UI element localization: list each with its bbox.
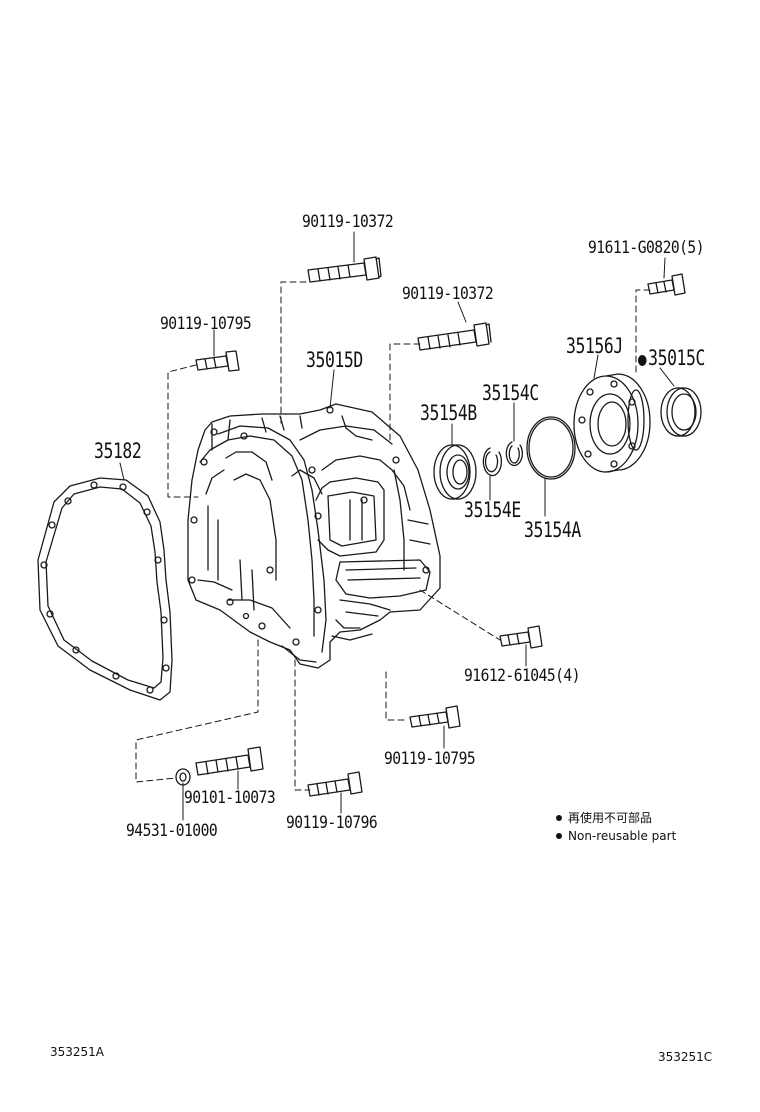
legend-en-text: Non-reusable part bbox=[568, 829, 677, 843]
leader-lines bbox=[119, 231, 675, 821]
label-bolt-top: 90119-10372 bbox=[302, 212, 394, 232]
legend-jp: 再使用不可部品 bbox=[556, 810, 652, 827]
label-bolt-lower-right: 90119-10795 bbox=[384, 749, 476, 769]
bolt-top bbox=[307, 256, 382, 283]
bearing bbox=[433, 444, 477, 500]
legend-en: Non-reusable part bbox=[556, 828, 676, 845]
label-bolt-upper-mid: 90119-10372 bbox=[402, 284, 494, 304]
bolt-bottom bbox=[307, 771, 363, 797]
bolt-upper-mid bbox=[417, 322, 492, 351]
label-gasket: 35182 bbox=[94, 439, 142, 463]
bolt-lower-left bbox=[195, 746, 264, 776]
bolt-right-top bbox=[647, 273, 686, 296]
label-bolt-lower-left: 90101-10073 bbox=[184, 788, 276, 808]
snap-ring-c bbox=[505, 441, 523, 467]
label-snap-ring-e: 35154E bbox=[464, 498, 521, 522]
transfer-case bbox=[187, 403, 441, 669]
legend-jp-text: 再使用不可部品 bbox=[568, 811, 653, 825]
label-bolt-bottom: 90119-10796 bbox=[286, 813, 378, 833]
bullet-icon bbox=[556, 815, 562, 821]
label-washer: 94531-01000 bbox=[126, 821, 218, 841]
bolt-lower-right bbox=[409, 705, 461, 729]
bolt-left-upper bbox=[195, 350, 240, 372]
label-snap-ring-c: 35154C bbox=[482, 381, 539, 405]
oil-seal bbox=[660, 387, 702, 437]
label-bolt-right-mid: 91612-61045(4) bbox=[464, 666, 581, 686]
assembly-guide-lines bbox=[135, 281, 651, 791]
snap-ring-e bbox=[482, 447, 502, 477]
gasket bbox=[37, 477, 173, 701]
bolt-right-mid bbox=[499, 625, 543, 649]
washer bbox=[175, 768, 191, 786]
label-retainer: 35156J bbox=[566, 334, 623, 358]
footer-code-left: 353251A bbox=[50, 1045, 105, 1059]
label-seal: 35015C bbox=[638, 348, 705, 369]
footer-code-right: 353251C bbox=[658, 1050, 713, 1064]
bullet-icon bbox=[556, 833, 562, 839]
label-o-ring: 35154A bbox=[524, 518, 581, 542]
o-ring bbox=[526, 416, 576, 480]
label-case: 35015D bbox=[306, 348, 363, 372]
label-bearing: 35154B bbox=[420, 401, 477, 425]
label-bolt-left-upper: 90119-10795 bbox=[160, 314, 252, 334]
retainer bbox=[573, 373, 651, 473]
label-bolt-right-top: 91611-G0820(5) bbox=[588, 238, 705, 258]
